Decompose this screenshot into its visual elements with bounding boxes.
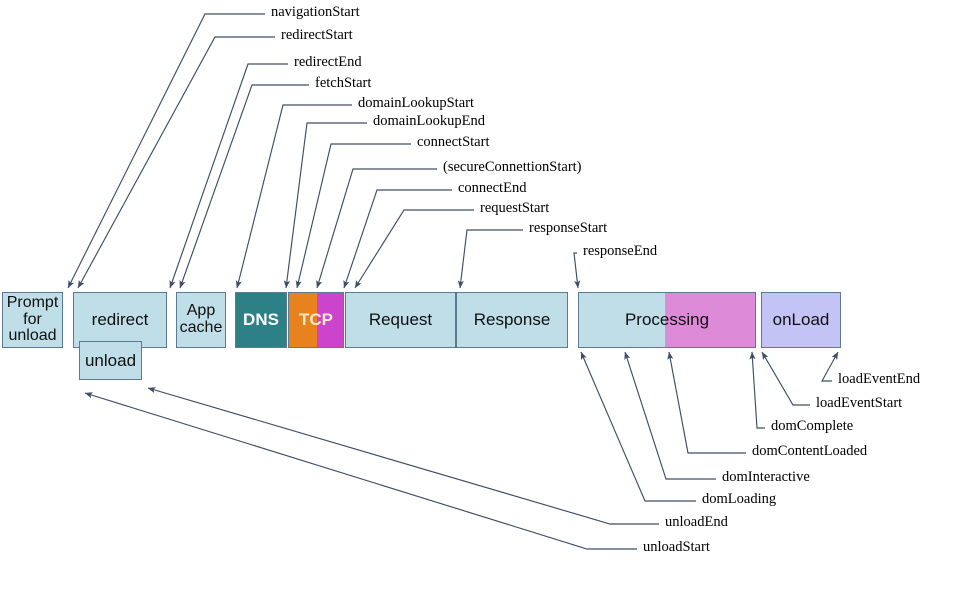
phase-fill-left-tcp <box>289 293 318 347</box>
phase-box-app-cache: App cache <box>176 292 226 348</box>
leader-line-navigationStart <box>67 13 265 289</box>
annotation-secureConnettionStart: (secureConnettionStart) <box>443 159 582 175</box>
phase-box-redirect: redirect <box>73 292 167 348</box>
annotation-responseStart: responseStart <box>529 220 608 236</box>
leader-line-connectEnd <box>343 189 452 289</box>
phase-label-unload: unload <box>84 350 137 370</box>
annotation-fetchStart: fetchStart <box>315 75 372 91</box>
leader-line-domainLookupStart <box>235 104 352 289</box>
annotation-domainLookupEnd: domainLookupEnd <box>373 113 485 129</box>
phase-label-dns: DNS <box>243 310 279 330</box>
phase-box-request: Request <box>345 292 456 348</box>
phase-fill-right-tcp <box>317 293 343 347</box>
phase-box-response: Response <box>456 292 568 348</box>
annotation-loadEventStart: loadEventStart <box>816 395 903 411</box>
phase-box-onload: onLoad <box>761 292 841 348</box>
leader-line-redirectStart <box>77 36 275 289</box>
phase-label-tcp: TCP <box>299 310 333 330</box>
annotation-domLoading: domLoading <box>702 491 777 507</box>
leader-line-requestStart <box>354 209 474 289</box>
annotation-navigationStart: navigationStart <box>271 4 360 20</box>
annotation-unloadEnd: unloadEnd <box>665 514 728 530</box>
leader-line-unloadEnd <box>147 387 659 525</box>
annotation-domInteractive: domInteractive <box>722 469 810 485</box>
leader-line-loadEventStart <box>761 351 810 406</box>
leader-line-domLoading <box>580 351 696 502</box>
leader-line-connectStart <box>295 143 411 289</box>
phase-label-redirect: redirect <box>91 310 149 330</box>
phase-label-app-cache: App cache <box>179 302 223 336</box>
annotation-requestStart: requestStart <box>480 200 550 216</box>
leader-line-domComplete <box>749 351 765 429</box>
leader-line-redirectEnd <box>169 63 288 289</box>
leader-line-domContentLoaded <box>667 351 746 454</box>
phase-label-prompt-for-unload: Prompt for unload <box>6 293 59 345</box>
leader-line-unloadStart <box>84 392 637 550</box>
leader-line-responseStart <box>457 229 523 289</box>
phase-label-onload: onLoad <box>772 310 830 330</box>
phase-box-processing: Processing <box>578 292 756 348</box>
annotation-responseEnd: responseEnd <box>583 243 658 259</box>
leader-line-domInteractive <box>624 351 716 480</box>
leader-line-fetchStart <box>179 84 309 289</box>
phase-box-unload: unload <box>79 341 142 380</box>
phase-fill-right-processing <box>665 293 755 347</box>
annotation-connectEnd: connectEnd <box>458 180 527 196</box>
annotation-domComplete: domComplete <box>771 418 854 434</box>
leader-line-loadEventEnd <box>821 351 839 382</box>
annotation-unloadStart: unloadStart <box>643 539 710 555</box>
phase-label-request: Request <box>368 310 433 330</box>
phase-box-prompt-for-unload: Prompt for unload <box>2 292 63 348</box>
annotation-redirectEnd: redirectEnd <box>294 54 362 70</box>
annotation-redirectStart: redirectStart <box>281 27 353 43</box>
annotation-domContentLoaded: domContentLoaded <box>752 443 868 459</box>
annotation-connectStart: connectStart <box>417 134 490 150</box>
phase-label-response: Response <box>473 310 551 330</box>
phase-label-processing: Processing <box>624 310 710 330</box>
leader-line-responseEnd <box>573 252 581 289</box>
annotation-domainLookupStart: domainLookupStart <box>358 95 474 111</box>
annotation-loadEventEnd: loadEventEnd <box>838 371 921 387</box>
leader-line-domainLookupEnd <box>283 122 367 289</box>
phase-box-dns: DNS <box>235 292 287 348</box>
phase-fill-left-processing <box>579 293 666 347</box>
leader-line-secureConnettionStart <box>316 168 437 289</box>
phase-box-tcp: TCP <box>288 292 344 348</box>
